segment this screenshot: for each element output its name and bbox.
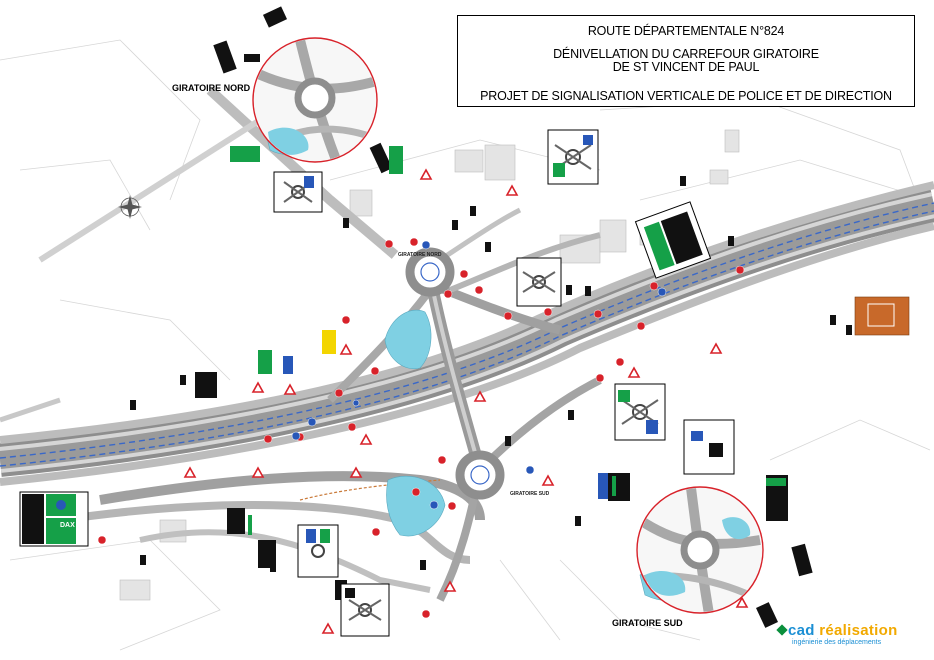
inset-giratoire-nord — [252, 37, 378, 163]
road-northwest — [0, 86, 399, 423]
logo-brand-b: réalisation — [819, 622, 898, 639]
logo-brand-a: cad — [788, 622, 820, 639]
title-project-line2: DE ST VINCENT DE PAUL — [612, 60, 760, 74]
compass-rose-icon — [118, 195, 142, 219]
small-signs — [130, 176, 852, 572]
company-logo: cad réalisation ingénierie des déplaceme… — [776, 622, 908, 650]
inset-giratoire-sud — [636, 486, 764, 614]
direction-panel-dax — [19, 491, 89, 547]
label-giratoire-nord-small: GIRATOIRE NORD — [398, 252, 442, 258]
detail-frame-contents — [283, 135, 723, 621]
label-giratoire-nord: GIRATOIRE NORD — [172, 83, 251, 93]
title-project-line1: DÉNIVELLATION DU CARREFOUR GIRATOIRE — [553, 47, 819, 61]
label-giratoire-sud-small: GIRATOIRE SUD — [510, 491, 550, 497]
detail-frames — [273, 129, 735, 637]
title-block: ROUTE DÉPARTEMENTALE N°824 DÉNIVELLATION… — [457, 15, 915, 107]
direction-panels — [19, 6, 910, 628]
buildings — [119, 129, 740, 601]
logo-mark-icon — [776, 624, 788, 636]
police-signs — [97, 168, 749, 634]
orange-panel — [854, 296, 910, 336]
label-giratoire-sud: GIRATOIRE SUD — [612, 618, 683, 628]
roundabout-nord — [405, 247, 455, 297]
logo-tagline: ingénierie des déplacements — [792, 639, 882, 646]
direction-panel-ne — [634, 201, 712, 279]
title-subject: PROJET DE SIGNALISATION VERTICALE DE POL… — [480, 89, 892, 103]
panel-destination-dax: DAX — [60, 522, 75, 529]
roundabout-sud — [455, 450, 505, 500]
highway-rd824 — [0, 181, 934, 486]
title-route: ROUTE DÉPARTEMENTALE N°824 — [587, 24, 785, 38]
logo-brand: cad réalisation — [788, 622, 898, 639]
